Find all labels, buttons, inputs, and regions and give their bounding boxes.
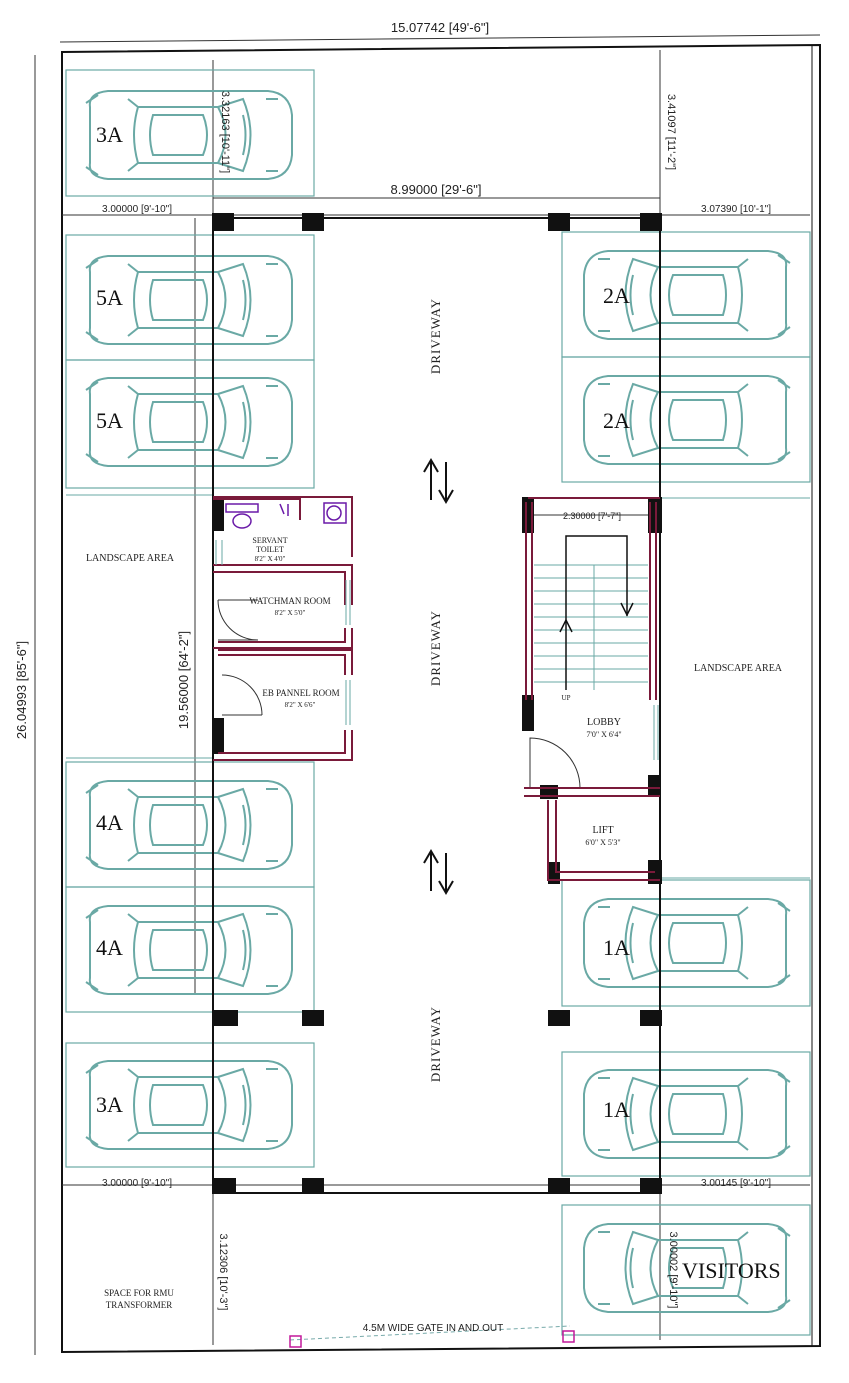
watchman-room-size: 8'2" X 5'0" (275, 609, 306, 617)
landscape-area-left: LANDSCAPE AREA (86, 553, 175, 564)
inner-height-label: 19.56000 [64'-2"] (176, 631, 191, 729)
bottom-left-depth-label: 3.12306 [10'-3"] (217, 1234, 229, 1311)
overall-width-label: 15.07742 [49'-6"] (391, 20, 489, 35)
parked-cars (85, 90, 790, 1312)
servant-toilet-label-2: TOILET (256, 545, 284, 554)
left-width-top-label: 3.00000 [9'-10"] (102, 204, 172, 215)
parking-labels: 3A 5A 5A 4A 4A 3A 2A 2A 1A 1A VISITORS (96, 122, 781, 1283)
lift-label: LIFT (592, 825, 613, 836)
gate-label: 4.5M WIDE GATE IN AND OUT (363, 1323, 503, 1334)
stair-treads (534, 564, 648, 690)
parking-label: 2A (603, 408, 630, 433)
servant-toilet-label: SERVANT (252, 536, 287, 545)
building-outline (212, 217, 661, 1194)
parking-label: 2A (603, 283, 630, 308)
lift-size: 6'0" X 5'3" (585, 838, 620, 847)
gate (289, 1330, 575, 1348)
room-labels: SERVANT TOILET 8'2" X 4'0" WATCHMAN ROOM… (249, 536, 621, 847)
right-width-top-label: 3.07390 [10'-1"] (701, 204, 771, 215)
parking-label: 1A (603, 935, 630, 960)
two-way-arrow-icon (423, 849, 454, 895)
parking-bays (65, 69, 811, 1336)
driveway-label: DRIVEWAY (428, 610, 443, 686)
toilet-fixtures (225, 502, 347, 529)
parking-label: 5A (96, 408, 123, 433)
overall-height-label: 26.04993 [85'-6"] (14, 641, 29, 739)
driveway-label: DRIVEWAY (428, 298, 443, 374)
stair-up-label: UP (562, 694, 571, 702)
rmu-space-label: SPACE FOR RMU (104, 1288, 174, 1298)
top-right-depth-label: 3.41097 [11'-2"] (665, 94, 677, 170)
stair-arrow (559, 535, 634, 690)
windows (215, 540, 659, 760)
dimension-labels: 15.07742 [49'-6"] 26.04993 [85'-6"] 3.32… (14, 20, 771, 1310)
bottom-right-depth-label: 3.00002 [9'-10"] (667, 1232, 679, 1309)
servant-toilet-size: 8'2" X 4'0" (255, 555, 286, 563)
eb-panel-room-label: EB PANNEL ROOM (262, 688, 339, 698)
parking-label: 4A (96, 810, 123, 835)
site-boundary (61, 43, 821, 1354)
parking-label: 3A (96, 1092, 123, 1117)
area-labels: LANDSCAPE AREA LANDSCAPE AREA SPACE FOR … (86, 298, 783, 1334)
driveway-label: DRIVEWAY (428, 1006, 443, 1082)
landscape-area-right: LANDSCAPE AREA (694, 663, 783, 674)
watchman-room-label: WATCHMAN ROOM (249, 596, 330, 606)
traffic-arrows (423, 458, 454, 895)
two-way-arrow-icon (423, 458, 454, 504)
eb-panel-room-size: 8'2" X 6'6" (285, 701, 316, 709)
landscape-dividers (66, 494, 810, 879)
parking-label: 4A (96, 935, 123, 960)
parking-label: 3A (96, 122, 123, 147)
top-left-depth-label: 3.32163 [10'-11"] (219, 91, 231, 173)
stair-lobby-lift (524, 497, 660, 881)
lobby-size: 7'0" X 6'4" (586, 730, 621, 739)
center-width-label: 8.99000 [29'-6"] (391, 182, 482, 197)
rmu-space-label-2: TRANSFORMER (106, 1300, 173, 1310)
lobby-width-label: 2.30000 [7'-7"] (563, 511, 621, 521)
lobby-label: LOBBY (587, 717, 621, 728)
parking-label: 5A (96, 285, 123, 310)
visitors-label: VISITORS (682, 1258, 781, 1283)
left-width-bottom-label: 3.00000 [9'-10"] (102, 1178, 172, 1189)
right-width-bottom-label: 3.00145 [9'-10"] (701, 1178, 771, 1189)
parking-label: 1A (603, 1097, 630, 1122)
service-rooms (213, 496, 353, 761)
